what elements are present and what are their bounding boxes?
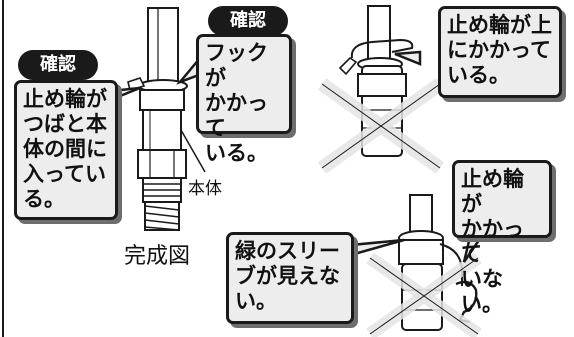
completed-diagram-caption: 完成図 (124, 244, 191, 269)
body-label: 本体 (188, 179, 222, 199)
callout-ring-not-hooked: 止め輪が かかって いない。 (452, 160, 552, 316)
check-badge-left: 確認 (18, 50, 98, 80)
callout-hook-engaged: フックが かかって いる。 (196, 34, 292, 165)
callout-ring-between-flange-and-body: 止め輪が つばと本 体の間に 入ってい る。 (14, 80, 118, 220)
check-badge-middle: 確認 (208, 6, 288, 36)
top-right-callout-pointer (394, 50, 422, 66)
callout-green-sleeve-hidden: 緑のスリー ブが見えな い。 (226, 232, 354, 324)
ring-on-top-illustration (317, 5, 445, 174)
completed-assembly-illustration (127, 7, 206, 231)
callout-ring-on-top: 止め輪が上 にかかって いる。 (438, 6, 562, 98)
ring-not-hooked-illustration (366, 194, 482, 337)
